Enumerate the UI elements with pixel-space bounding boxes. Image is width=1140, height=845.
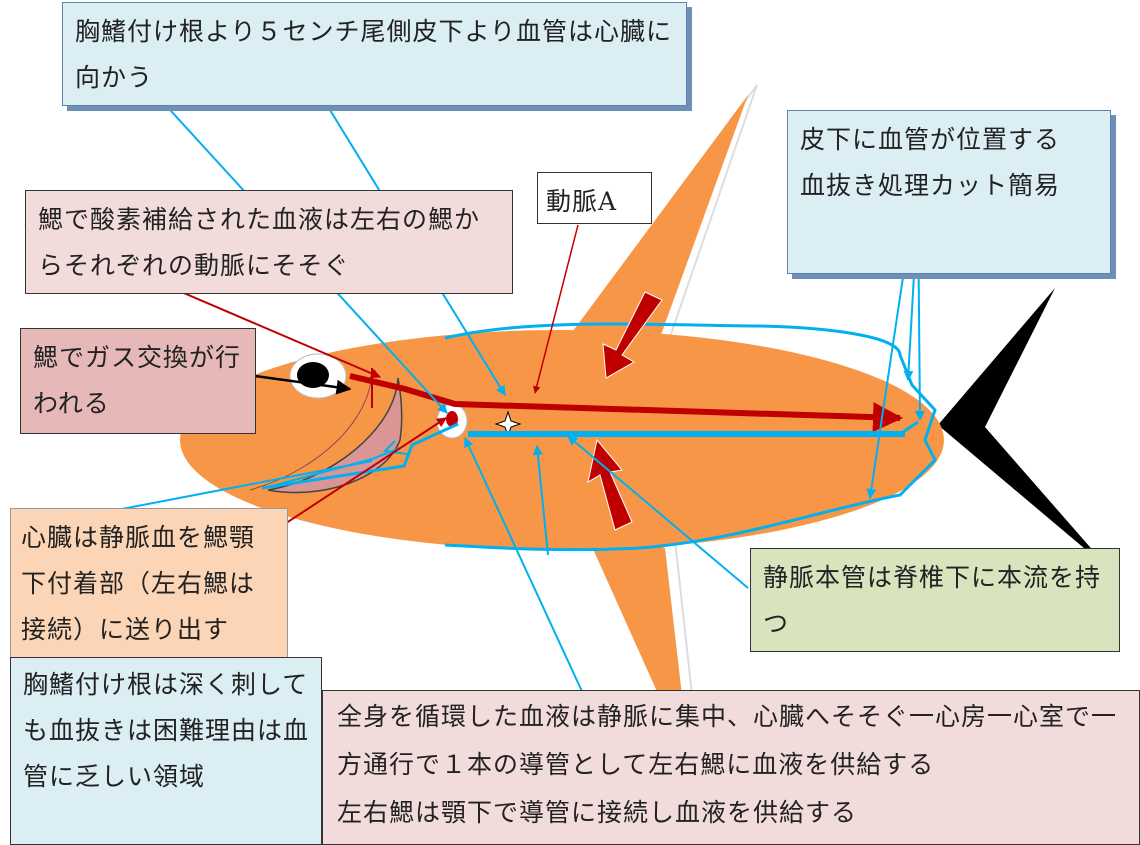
label-heart-pumps: 心臓は静脈血を鰓顎下付着部（左右鰓は接続）に送り出す (10, 508, 288, 660)
label-artery-a: 動脈A (537, 172, 652, 224)
fish-eye (289, 353, 347, 399)
label-gill-gas-exchange: 鰓でガス交換が行われる (20, 328, 256, 434)
label-subcutaneous-vessel: 皮下に血管が位置する 血抜き処理カット簡易 (787, 110, 1111, 274)
vein-line (261, 420, 919, 490)
tail-fin (938, 288, 1110, 570)
label-gill-oxygen: 鰓で酸素補給された血液は左右の鰓からそれぞれの動脈にそそぐ (25, 190, 513, 294)
label-pectoral-vessel: 胸鰭付け根より５センチ尾側皮下より血管は心臓に向かう (62, 2, 687, 106)
artery-line (349, 373, 903, 433)
label-circulation: 全身を循環した血液は静脈に集中、心臓へそそぐ一心房一心室で一方通行で１本の導管と… (322, 690, 1140, 845)
label-pectoral-deep: 胸鰭付け根は深く刺しても血抜きは困難理由は血管に乏しい領域 (10, 657, 322, 845)
flow-arrow-down (602, 291, 663, 379)
gill (267, 377, 403, 494)
label-vein-main: 静脈本管は脊椎下に本流を持つ (750, 548, 1120, 652)
